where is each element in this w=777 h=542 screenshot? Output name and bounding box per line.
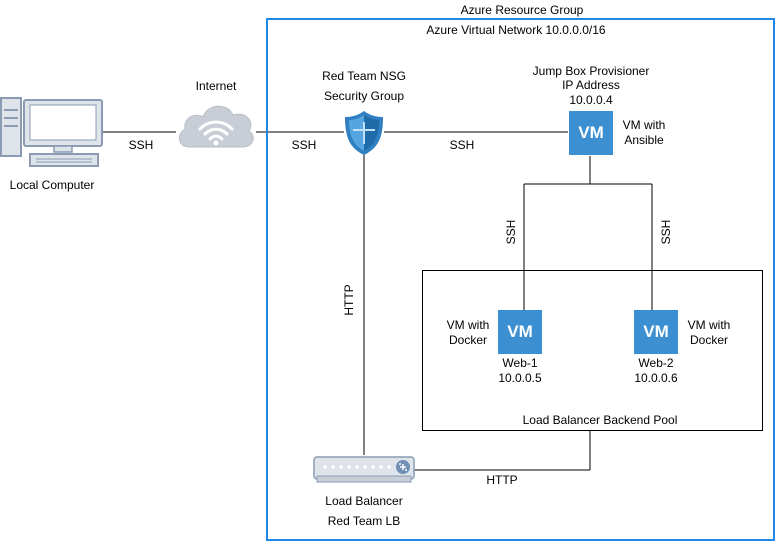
local-computer-label: Local Computer [9, 178, 95, 192]
cloud-wifi-icon [178, 105, 254, 148]
backend-pool-box [422, 270, 763, 431]
ssh-label-nsg-jump: SSH [449, 138, 475, 152]
jump-box-desc-line2: Ansible [624, 133, 664, 147]
web2-ip: 10.0.0.6 [634, 371, 678, 385]
ssh-label-jump-web1: SSH [504, 219, 518, 245]
jump-box-ip: 10.0.0.4 [569, 93, 613, 107]
nsg-type-label: Security Group [323, 89, 405, 103]
nsg-name-label: Red Team NSG [322, 69, 406, 83]
http-label-lb-pool: HTTP [486, 473, 518, 487]
web1-desc-line2: Docker [448, 333, 488, 347]
internet-label: Internet [195, 79, 237, 93]
jump-box-desc-line1: VM with [622, 118, 666, 132]
web2-name: Web-2 [638, 356, 674, 370]
virtual-network-box [266, 18, 775, 541]
jump-box-title: Jump Box Provisioner [532, 64, 650, 78]
web1-ip: 10.0.0.5 [498, 371, 542, 385]
resource-group-label: Azure Resource Group [460, 3, 584, 17]
load-balancer-name: Red Team LB [327, 514, 401, 528]
web1-vm-icon: VM [498, 310, 542, 354]
ssh-label-internet-nsg: SSH [291, 138, 317, 152]
web2-desc-line2: Docker [689, 333, 729, 347]
jump-box-ip-caption: IP Address [562, 78, 620, 92]
web2-vm-icon: VM [634, 310, 678, 354]
ssh-label-local-internet: SSH [128, 138, 154, 152]
load-balancer-icon [313, 456, 415, 483]
jump-box-vm-icon: VM [569, 111, 613, 155]
web1-desc-line1: VM with [446, 318, 490, 332]
shield-icon [345, 111, 383, 155]
backend-pool-label: Load Balancer Backend Pool [522, 413, 678, 427]
web2-desc-line1: VM with [687, 318, 731, 332]
web1-name: Web-1 [502, 356, 538, 370]
ssh-label-jump-web2: SSH [659, 219, 673, 245]
desktop-computer-icon [0, 97, 103, 167]
load-balancer-label: Load Balancer [325, 494, 403, 508]
http-label-nsg-lb: HTTP [342, 284, 356, 316]
virtual-network-label: Azure Virtual Network 10.0.0.0/16 [426, 23, 606, 37]
